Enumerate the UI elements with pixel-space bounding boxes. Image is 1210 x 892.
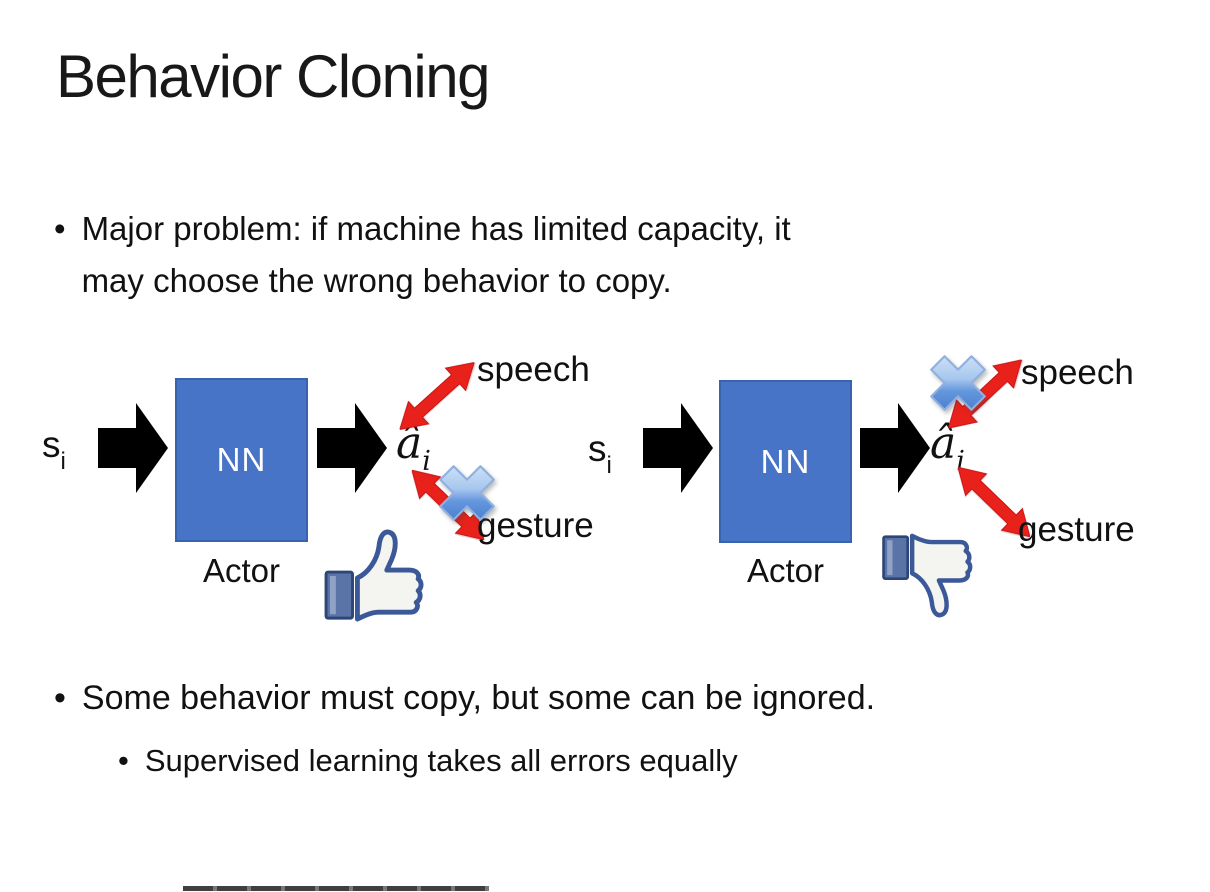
thumbs-up-icon (324, 529, 424, 622)
bullet-dot: • (54, 679, 66, 717)
cropped-text-line (183, 886, 489, 891)
bullet-line-2: may choose the wrong behavior to copy. (81, 262, 672, 299)
gesture-label: gesture (1018, 510, 1135, 549)
bullet-dot: • (54, 210, 66, 247)
speech-arrow-icon (947, 359, 1023, 429)
input-arrow-icon (643, 403, 713, 493)
gesture-label: gesture (477, 506, 594, 545)
state-input-label: si (42, 424, 66, 476)
speech-arrow-icon (399, 361, 475, 431)
cross-out-icon (930, 355, 986, 411)
slide-title: Behavior Cloning (56, 43, 490, 110)
bullet-line-1: Major problem: if machine has limited ca… (81, 210, 791, 247)
bullet-text: Major problem: if machine has limited ca… (82, 203, 791, 307)
bullet-dot: • (118, 743, 129, 778)
state-input-label: si (588, 428, 612, 480)
speech-label: speech (1021, 353, 1134, 392)
thumbs-down-icon (882, 533, 973, 618)
nn-label: NN (760, 442, 811, 480)
actor-label: Actor (202, 552, 281, 589)
bullet-text: Supervised learning takes all errors equ… (144, 743, 738, 778)
nn-box: NN (175, 378, 308, 542)
cross-out-icon (439, 465, 495, 521)
actor-label: Actor (746, 552, 825, 589)
gesture-arrow-icon (957, 466, 1031, 538)
output-arrow-icon (317, 403, 387, 493)
nn-box: NN (719, 380, 852, 543)
speech-label: speech (477, 350, 590, 389)
input-arrow-icon (98, 403, 168, 493)
bullet-major-problem: • Major problem: if machine has limited … (54, 203, 791, 307)
output-arrow-icon (860, 403, 930, 493)
bullet-supervised-learning: • Supervised learning takes all errors e… (118, 740, 738, 782)
bullet-text: Some behavior must copy, but some can be… (81, 679, 876, 717)
bullet-some-behavior: • Some behavior must copy, but some can … (54, 676, 875, 720)
nn-label: NN (216, 441, 267, 478)
